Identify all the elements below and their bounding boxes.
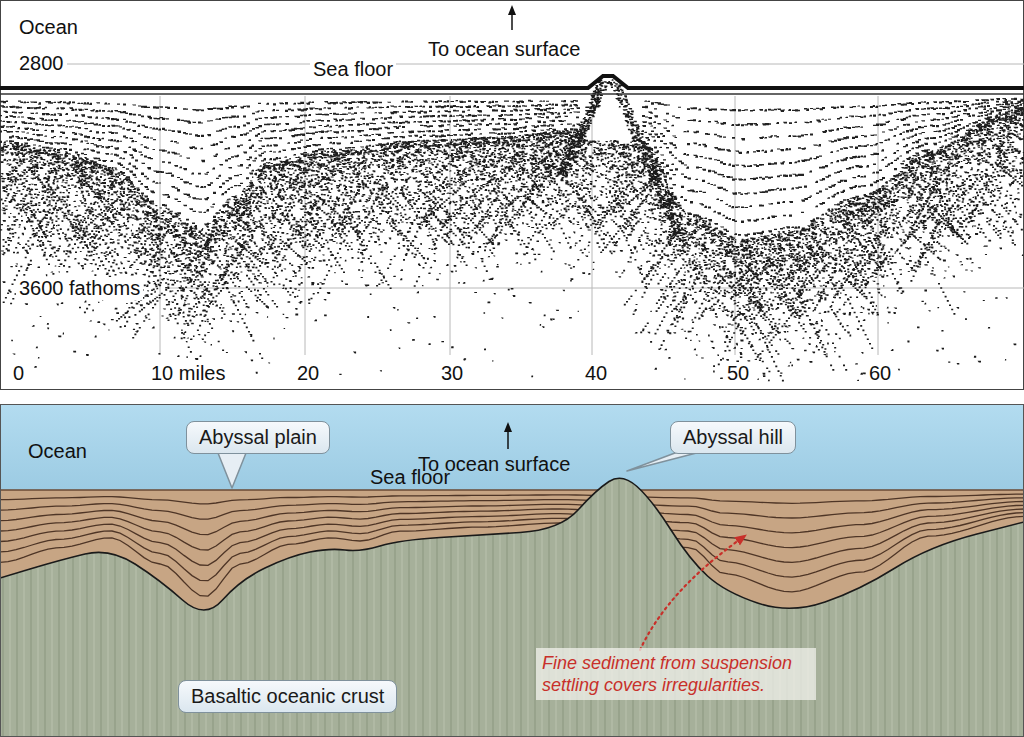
ocean-water [0, 404, 1024, 490]
feature-label: Sea floor [370, 466, 450, 489]
oceanic-crust [0, 478, 1024, 737]
depth-mark: 3600 fathoms [16, 277, 143, 300]
callout-box: Abyssal hill [670, 421, 796, 454]
direction-label: To ocean surface [425, 38, 583, 61]
up-arrow [511, 10, 513, 30]
callout-tail [218, 452, 247, 488]
box-text: Basaltic oceanic crust [191, 685, 384, 707]
callout-tail [627, 452, 700, 471]
callout-box: Abyssal plain [186, 421, 330, 454]
region-label: Ocean [28, 440, 87, 463]
panel-frame [1, 405, 1024, 737]
distance-mark: 10 miles [148, 362, 228, 385]
sea-floor-reflector [0, 93, 1024, 95]
distance-mark: 20 [294, 362, 322, 385]
distance-mark: 50 [724, 362, 752, 385]
note-arrow [640, 538, 742, 650]
distance-mark: 40 [582, 362, 610, 385]
up-arrow [507, 427, 509, 449]
sediment-layer [0, 502, 1024, 535]
sediment-layer [0, 494, 1024, 504]
layer-label-box: Basaltic oceanic crust [178, 680, 397, 713]
distance-mark: 0 [10, 362, 27, 385]
box-text: Abyssal hill [683, 426, 783, 448]
distance-mark: 60 [866, 362, 894, 385]
reflection-speckle [0, 79, 1024, 381]
sea-floor-reflector [0, 76, 1024, 88]
seismic-reflections [0, 79, 1024, 381]
region-label: Ocean [16, 16, 81, 39]
callout-tails [218, 452, 701, 488]
depth-mark: 2800 [16, 52, 67, 75]
sea-floor-line [0, 489, 1024, 491]
feature-label: Sea floor [310, 58, 396, 81]
note-text: Fine sediment from suspension settling c… [536, 648, 816, 700]
box-text: Abyssal plain [199, 426, 317, 448]
distance-mark: 30 [438, 362, 466, 385]
sediment-reflectors [0, 98, 1024, 237]
profile-frame [1, 1, 1024, 390]
